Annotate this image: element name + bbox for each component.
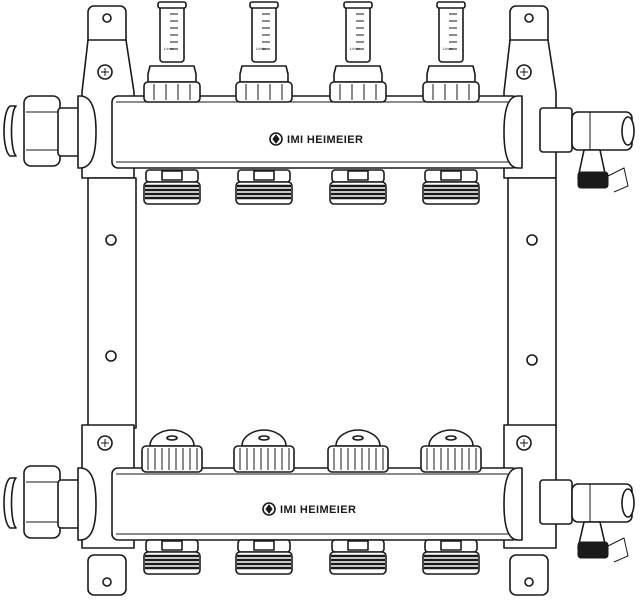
outlet-4 — [422, 169, 480, 205]
flowmeter-nut — [147, 65, 197, 83]
lower-manifold-bar: IMI HEIMEIER — [111, 467, 519, 541]
flowmeter-sight-glass — [345, 3, 371, 63]
outlet-1 — [143, 169, 201, 205]
valve-cap-2[interactable] — [233, 429, 295, 473]
lower-right-end-fitting — [503, 467, 635, 563]
flowmeter-unit-label: L/min — [164, 46, 174, 51]
outlet-4 — [422, 539, 480, 575]
valve-cap-knurl — [233, 445, 295, 473]
valve-cap-4[interactable] — [420, 429, 482, 473]
valve-cap-knurl — [420, 445, 482, 473]
flowmeter-unit-label: L/min — [443, 46, 453, 51]
lower-left-union-nut — [3, 465, 97, 541]
flowmeter-3[interactable]: L/min — [329, 1, 387, 103]
upper-left-union-nut — [3, 95, 97, 169]
upper-manifold-bar: IMI HEIMEIER — [111, 95, 519, 169]
flowmeter-1[interactable]: L/min — [143, 1, 201, 103]
lower-brand-label: IMI HEIMEIER — [280, 504, 356, 516]
upper-left-clamp-collar — [77, 95, 97, 169]
flowmeter-nut — [426, 65, 476, 83]
flowmeter-unit-label: L/min — [256, 46, 266, 51]
right-bracket-bottom-ear — [509, 554, 549, 596]
flowmeter-4[interactable]: L/min — [422, 1, 480, 103]
outlet-2 — [235, 539, 293, 575]
lower-outlet-row — [143, 539, 480, 575]
mount-hole — [102, 13, 112, 23]
mount-hole — [524, 577, 534, 587]
vent-valve-cap-icon — [577, 541, 609, 559]
lower-brand-logo: IMI HEIMEIER — [262, 502, 356, 516]
flowmeter-2[interactable]: L/min — [235, 1, 293, 103]
outlet-1 — [143, 539, 201, 575]
mount-hole — [102, 577, 112, 587]
upper-right-end-fitting — [503, 95, 635, 193]
outlet-3 — [329, 539, 387, 575]
rail-hole — [526, 234, 538, 246]
valve-cap-knurl — [141, 445, 203, 473]
flowmeter-nut — [239, 65, 289, 83]
flowmeter-row: L/min L/min L/min L/min — [143, 1, 480, 103]
outlet-2 — [235, 169, 293, 205]
upper-outlet-row — [143, 169, 480, 205]
flowmeter-sight-glass — [251, 3, 277, 63]
valve-cap-knurl — [327, 445, 389, 473]
flowmeter-unit-label: L/min — [350, 46, 360, 51]
drain-valve-cap-icon — [577, 171, 609, 189]
valve-cap-1[interactable] — [141, 429, 203, 473]
upper-brand-logo: IMI HEIMEIER — [269, 132, 363, 146]
rail-hole — [105, 234, 117, 246]
flowmeter-sight-glass — [159, 3, 185, 63]
left-bracket-rail — [87, 177, 137, 429]
upper-bar-body — [111, 95, 519, 169]
valve-cap-row — [141, 429, 482, 473]
flowmeter-sight-glass — [438, 3, 464, 63]
right-bracket-rail — [507, 177, 557, 429]
upper-brand-label: IMI HEIMEIER — [287, 134, 363, 146]
lower-left-clamp-collar — [77, 467, 97, 541]
mount-hole — [524, 13, 534, 23]
outlet-3 — [329, 169, 387, 205]
left-bracket-bottom-ear — [87, 554, 127, 596]
rail-hole — [526, 354, 538, 366]
rail-hole — [105, 350, 117, 362]
flowmeter-nut — [333, 65, 383, 83]
valve-cap-3[interactable] — [327, 429, 389, 473]
